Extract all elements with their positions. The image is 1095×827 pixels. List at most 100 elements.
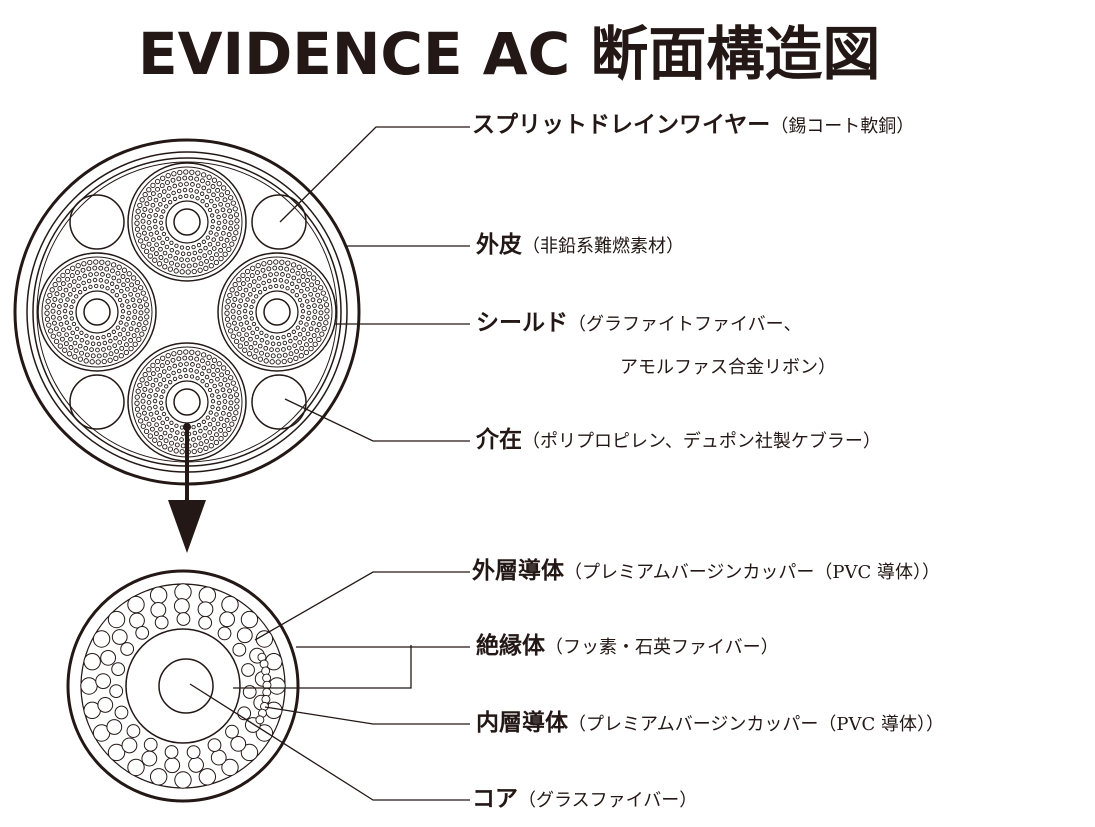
strand xyxy=(293,335,298,341)
strand xyxy=(183,349,189,355)
strand xyxy=(162,430,168,436)
conductor-jacket xyxy=(217,252,337,372)
strand xyxy=(251,321,257,327)
strand xyxy=(89,347,94,352)
strand xyxy=(263,345,269,351)
strand xyxy=(59,336,65,342)
outer-conductor-strands xyxy=(80,583,286,789)
strand xyxy=(169,440,174,446)
strand xyxy=(71,279,77,284)
strand xyxy=(158,246,163,252)
strand xyxy=(232,281,238,288)
strand xyxy=(195,376,200,381)
strand xyxy=(142,371,148,378)
strand xyxy=(220,185,227,191)
strand xyxy=(207,422,213,427)
strand xyxy=(208,410,213,415)
strand xyxy=(137,202,143,209)
strand xyxy=(50,314,56,320)
strand xyxy=(285,286,290,291)
strand xyxy=(198,615,213,630)
strand xyxy=(56,310,62,315)
strand xyxy=(262,273,268,279)
insulator-boundary xyxy=(125,628,241,744)
conductor-insulator xyxy=(165,200,209,244)
strand xyxy=(284,266,290,272)
strand xyxy=(76,283,81,289)
strand xyxy=(136,322,142,328)
strand xyxy=(159,226,164,231)
strand xyxy=(118,353,124,359)
strand xyxy=(268,272,273,277)
strand xyxy=(255,270,260,276)
strand xyxy=(284,279,289,284)
strand xyxy=(214,209,220,214)
strand xyxy=(161,209,166,214)
strand xyxy=(167,266,174,272)
strand xyxy=(210,184,216,189)
conductor-insulator xyxy=(75,290,119,334)
strand xyxy=(159,394,164,400)
strand xyxy=(140,398,146,404)
strand xyxy=(64,332,69,338)
strand xyxy=(70,330,75,336)
strand xyxy=(129,612,145,629)
strand xyxy=(273,259,279,265)
strand xyxy=(226,246,232,253)
strand xyxy=(153,431,159,437)
strand xyxy=(188,355,194,361)
strand xyxy=(246,351,253,357)
strand xyxy=(143,737,158,752)
strand xyxy=(192,442,198,448)
strand xyxy=(220,410,226,416)
strand xyxy=(141,325,147,332)
strand xyxy=(148,208,154,214)
strand xyxy=(191,425,196,430)
strand xyxy=(171,351,177,357)
strand xyxy=(159,183,165,189)
strand xyxy=(304,342,309,348)
strand xyxy=(63,314,68,320)
strand xyxy=(134,394,140,400)
strand xyxy=(63,302,68,308)
leader-insulator-bracket xyxy=(233,645,412,689)
strand xyxy=(135,388,141,394)
conductor-core xyxy=(173,208,201,236)
strand xyxy=(222,225,227,230)
strand xyxy=(99,284,105,289)
strand xyxy=(306,310,312,316)
strand xyxy=(182,175,188,181)
strand xyxy=(205,360,211,366)
strand xyxy=(69,273,75,279)
strand xyxy=(143,302,150,308)
strand xyxy=(164,244,170,250)
strand xyxy=(176,188,182,194)
strand xyxy=(304,322,309,327)
strand xyxy=(119,345,125,351)
strand xyxy=(229,287,235,293)
strand xyxy=(154,422,159,428)
conductor-core xyxy=(83,298,111,326)
strand xyxy=(172,376,178,382)
strand xyxy=(138,310,144,316)
strand xyxy=(204,258,210,264)
strand xyxy=(297,340,303,345)
strand xyxy=(312,309,318,314)
strand xyxy=(159,214,164,220)
strand xyxy=(303,349,310,356)
strand xyxy=(158,202,163,207)
strand xyxy=(132,309,138,314)
strand xyxy=(249,273,255,279)
strand xyxy=(274,271,279,277)
strand xyxy=(138,304,144,310)
strand xyxy=(248,292,253,297)
strand xyxy=(285,260,291,266)
strand xyxy=(222,377,228,383)
strand xyxy=(294,348,299,354)
strand xyxy=(49,287,55,293)
label-name: スプリットドレインワイヤー xyxy=(472,112,771,138)
strand xyxy=(211,426,217,431)
strand xyxy=(108,338,113,344)
strand xyxy=(135,208,141,214)
strand xyxy=(270,353,276,359)
